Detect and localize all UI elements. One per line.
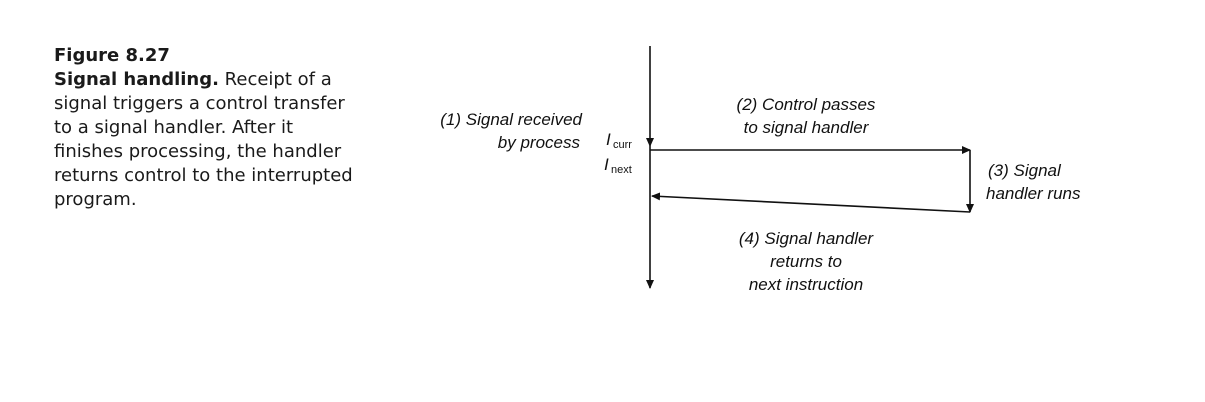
step2-label-line1: (2) Control passes [737,95,876,114]
step1-label-line1: (1) Signal received [440,110,582,129]
i-curr-sub: curr [613,139,632,151]
step3-label-line2: handler runs [986,184,1081,203]
figure-description: Receipt of a signal triggers a control t… [54,69,353,210]
i-curr-var: I [606,130,611,149]
handler-return-arrow [651,192,971,213]
i-next-var: I [604,155,609,174]
step4-label-line1: (4) Signal handler [739,229,875,248]
step1-label-line2: by process [498,133,581,152]
step2-label-line2: to signal handler [744,118,870,137]
step3-label-line1: (3) Signal [988,161,1062,180]
figure-title: Signal handling. [54,69,219,90]
step4-label-line2: returns to [770,252,842,271]
step4-label-line3: next instruction [749,275,863,294]
figure-number: Figure 8.27 [54,45,170,66]
i-next-sub: next [611,164,632,176]
figure-caption: Figure 8.27 Signal handling. Receipt of … [54,44,354,212]
